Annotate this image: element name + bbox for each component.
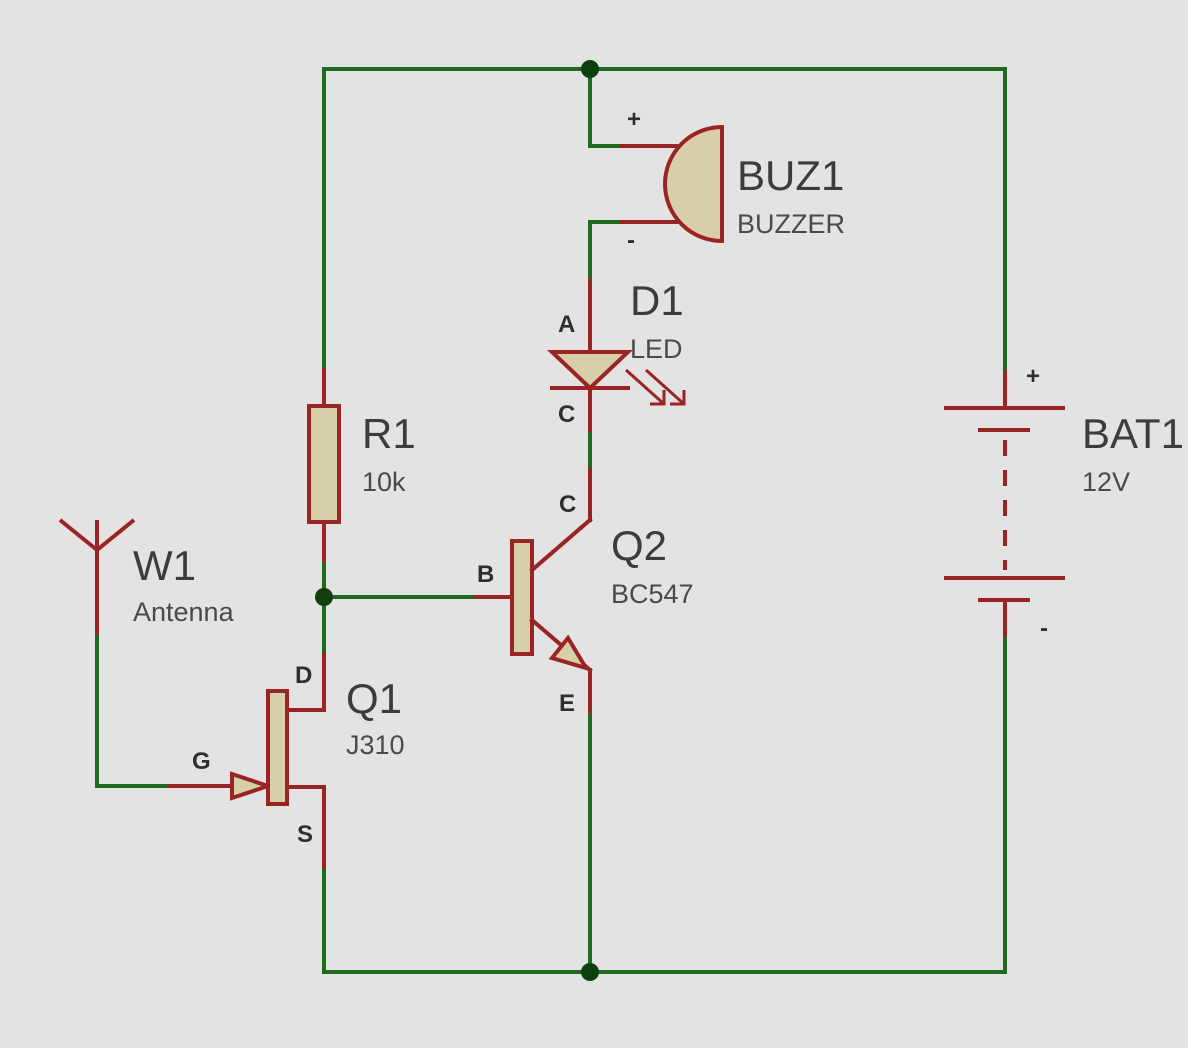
battery-value-label: 12V: [1082, 467, 1130, 497]
q2-value-label: BC547: [611, 579, 694, 609]
led-value-label: LED: [630, 334, 683, 364]
led-cathode-pin-label: C: [558, 401, 575, 428]
transistor-q2[interactable]: B C E Q2 BC547: [473, 468, 694, 717]
buzzer-icon: [663, 124, 724, 244]
wire-bottom-rail: [322, 633, 1007, 974]
jfet-icon: [266, 689, 289, 806]
battery-ref-label: BAT1: [1082, 410, 1184, 457]
buzzer-value-label: BUZZER: [737, 209, 845, 239]
q1-drain-pin-label: D: [295, 662, 312, 689]
junction-dot-base: [315, 588, 333, 606]
battery-minus-pin-label: -: [1040, 615, 1048, 642]
wire-buzzer-to-led: [588, 220, 624, 282]
q2-emitter-pin-label: E: [559, 690, 575, 717]
antenna-value-label: Antenna: [133, 597, 235, 627]
jfet-q1[interactable]: D G S Q1 J310: [168, 653, 405, 868]
buzzer-ref-label: BUZ1: [737, 152, 844, 199]
led-anode-pin-label: A: [558, 311, 575, 338]
resistor-ref-label: R1: [362, 410, 416, 457]
wire-top-rail: [322, 67, 1007, 374]
resistor-r1[interactable]: R1 10k: [307, 368, 416, 562]
junction-dot-bottom: [581, 963, 599, 981]
buzzer-minus-pin-label: -: [627, 227, 635, 254]
battery-icon: [944, 370, 1065, 637]
led-ref-label: D1: [630, 277, 684, 324]
antenna-icon: [58, 518, 136, 635]
battery-plus-pin-label: +: [1026, 363, 1040, 390]
battery-bat1[interactable]: + - BAT1 12V: [944, 363, 1184, 642]
light-emission-arrows-icon: [624, 368, 686, 406]
npn-transistor-icon: [510, 539, 534, 656]
junction-dot-top: [581, 60, 599, 78]
q1-value-label: J310: [346, 730, 405, 760]
wire-antenna-to-gate: [95, 633, 172, 788]
antenna-ref-label: W1: [133, 542, 196, 589]
q2-base-pin-label: B: [477, 561, 494, 588]
led-icon: [546, 350, 634, 391]
wires: [95, 60, 1007, 981]
led-d1[interactable]: A C D1 LED: [546, 277, 686, 432]
wire-to-buzzer-plus: [588, 67, 624, 148]
emitter-arrow-icon: [548, 634, 591, 672]
antenna-w1[interactable]: W1 Antenna: [58, 518, 235, 635]
buzzer-plus-pin-label: +: [627, 106, 641, 133]
q1-source-pin-label: S: [297, 821, 313, 848]
resistor-icon: [307, 404, 341, 524]
q1-ref-label: Q1: [346, 675, 402, 722]
q2-ref-label: Q2: [611, 522, 667, 569]
q2-collector-pin-label: C: [559, 491, 576, 518]
gate-arrow-icon: [230, 771, 275, 801]
resistor-value-label: 10k: [362, 467, 406, 497]
q1-gate-pin-label: G: [192, 748, 211, 775]
buzzer-buz1[interactable]: + - BUZ1 BUZZER: [620, 106, 845, 254]
